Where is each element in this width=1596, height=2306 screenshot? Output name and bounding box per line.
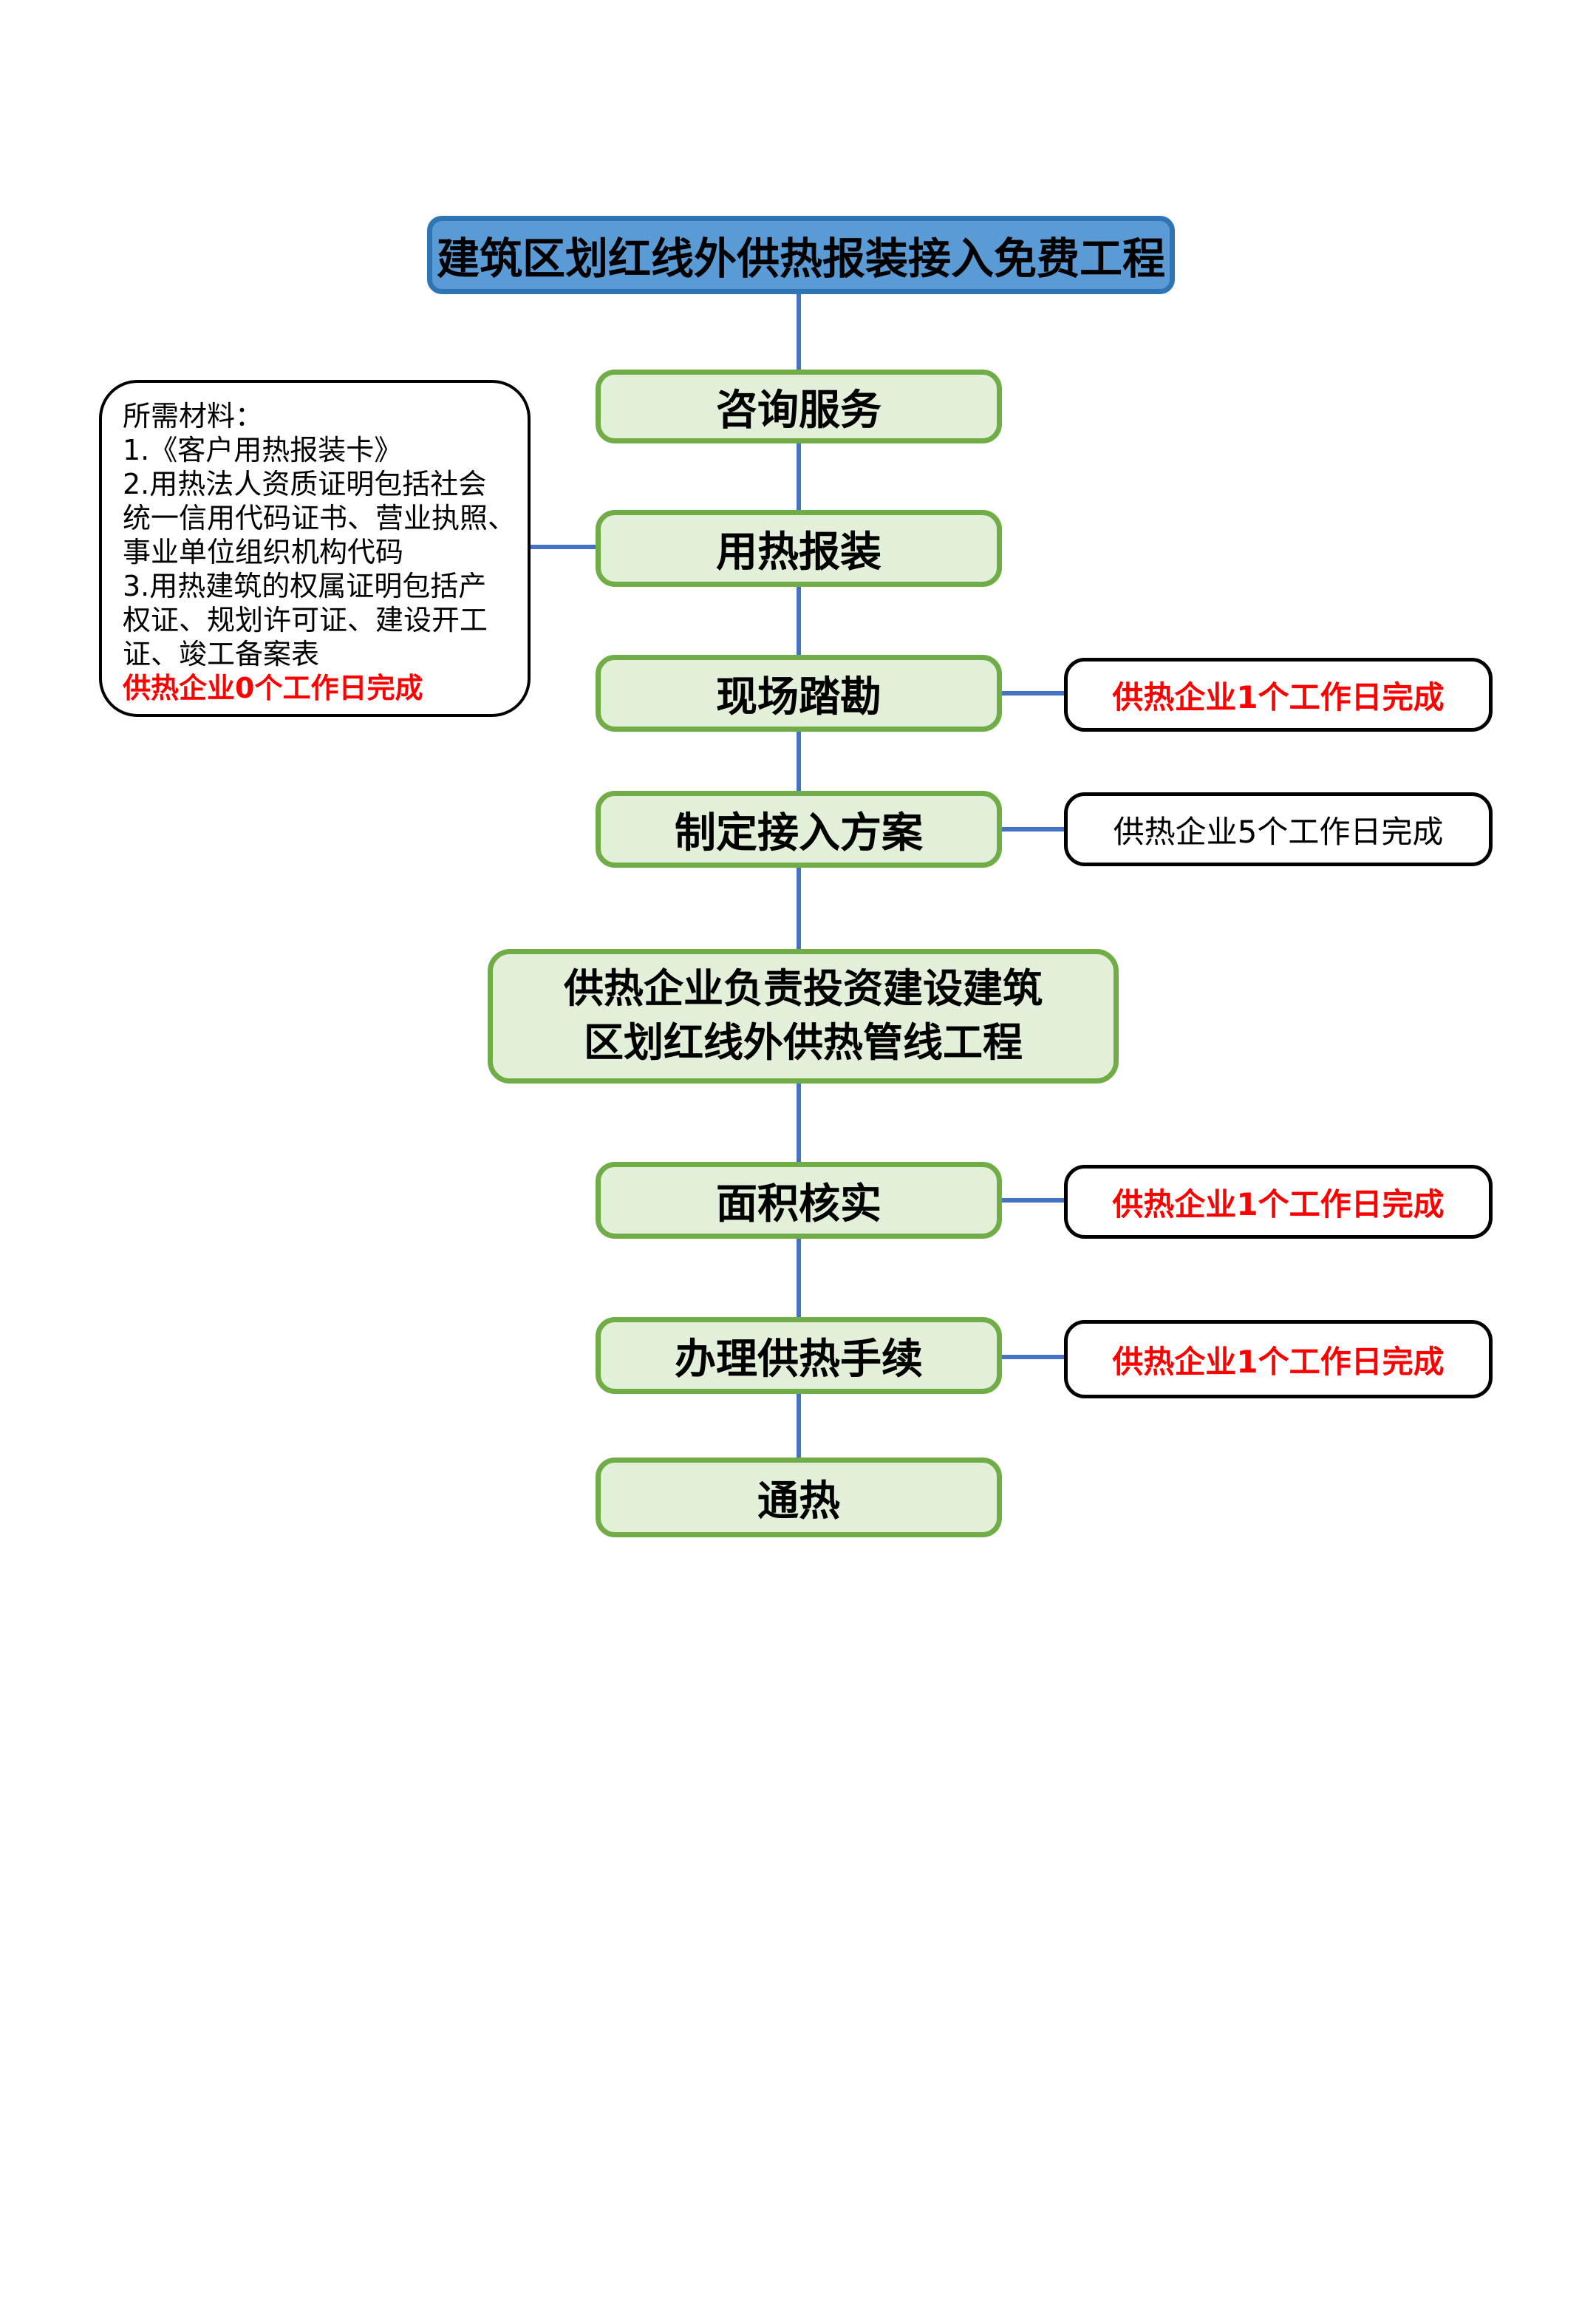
step-area-verify: 面积核实 [596, 1162, 1002, 1239]
step-heat-application: 用热报装 [596, 510, 1002, 587]
connector-survey-plan [797, 732, 801, 791]
connector-plan-sidenote [1000, 827, 1065, 831]
connector-title-consult [797, 294, 801, 370]
materials-note-line: 1.《客户用热报装卡》 [123, 434, 403, 466]
step-site-survey: 现场踏勘 [596, 655, 1002, 732]
connector-area-sidenote [1000, 1198, 1065, 1203]
step-heat-application-label: 用热报装 [716, 528, 881, 576]
flow-title-box: 建筑区划红线外供热报装接入免费工程 [427, 216, 1175, 294]
step-heat-on-label: 通热 [757, 1477, 840, 1526]
step-access-plan: 制定接入方案 [596, 791, 1002, 868]
sidenote-survey-duration-label: 供热企业1个工作日完成 [1112, 678, 1445, 715]
connector-survey-sidenote [1000, 691, 1065, 695]
connector-apply-survey [797, 587, 801, 655]
sidenote-survey-duration: 供热企业1个工作日完成 [1064, 658, 1493, 732]
connector-procedure-sidenote [1000, 1355, 1065, 1359]
step-pipeline-construction: 供热企业负责投资建设建筑 区划红线外供热管线工程 [488, 949, 1119, 1084]
connector-build-area [797, 1084, 801, 1162]
step-site-survey-label: 现场踏勘 [716, 673, 881, 721]
sidenote-area-duration-label: 供热企业1个工作日完成 [1112, 1186, 1445, 1222]
sidenote-plan-duration: 供热企业5个工作日完成 [1064, 792, 1493, 866]
sidenote-area-duration: 供热企业1个工作日完成 [1064, 1165, 1493, 1239]
flow-title-label: 建筑区划红线外供热报装接入免费工程 [436, 234, 1165, 284]
step-access-plan-label: 制定接入方案 [675, 809, 923, 857]
materials-note-line: 3.用热建筑的权属证明包括产 [123, 570, 487, 602]
materials-note-duration: 供热企业0个工作日完成 [123, 672, 423, 704]
sidenote-procedure-duration: 供热企业1个工作日完成 [1064, 1320, 1493, 1398]
connector-materials-apply [528, 545, 597, 549]
step-heating-procedure: 办理供热手续 [596, 1317, 1002, 1394]
connector-area-procedure [797, 1239, 801, 1317]
step-area-verify-label: 面积核实 [716, 1180, 881, 1228]
materials-note-box: 所需材料： 1.《客户用热报装卡》 2.用热法人资质证明包括社会 统一信用代码证… [99, 380, 531, 717]
connector-consult-apply [797, 443, 801, 510]
materials-note-line: 统一信用代码证书、营业执照、 [123, 502, 516, 534]
materials-note-line: 事业单位组织机构代码 [123, 536, 404, 568]
materials-note-line: 所需材料： [123, 400, 264, 432]
step-heating-procedure-label: 办理供热手续 [675, 1335, 923, 1384]
sidenote-procedure-duration-label: 供热企业1个工作日完成 [1112, 1343, 1445, 1380]
step-consult-service-label: 咨询服务 [716, 386, 881, 435]
step-pipeline-construction-line1: 供热企业负责投资建设建筑 [564, 965, 1043, 1013]
step-heat-on: 通热 [596, 1458, 1002, 1537]
connector-plan-build [797, 868, 801, 949]
materials-note-line: 2.用热法人资质证明包括社会 [123, 468, 487, 500]
connector-procedure-heat [797, 1394, 801, 1458]
step-pipeline-construction-line2: 区划红线外供热管线工程 [584, 1019, 1023, 1066]
sidenote-plan-duration-label: 供热企业5个工作日完成 [1113, 813, 1444, 850]
materials-note-line: 证、竣工备案表 [123, 638, 320, 670]
materials-note-line: 权证、规划许可证、建设开工 [123, 604, 488, 636]
step-consult-service: 咨询服务 [596, 370, 1002, 443]
